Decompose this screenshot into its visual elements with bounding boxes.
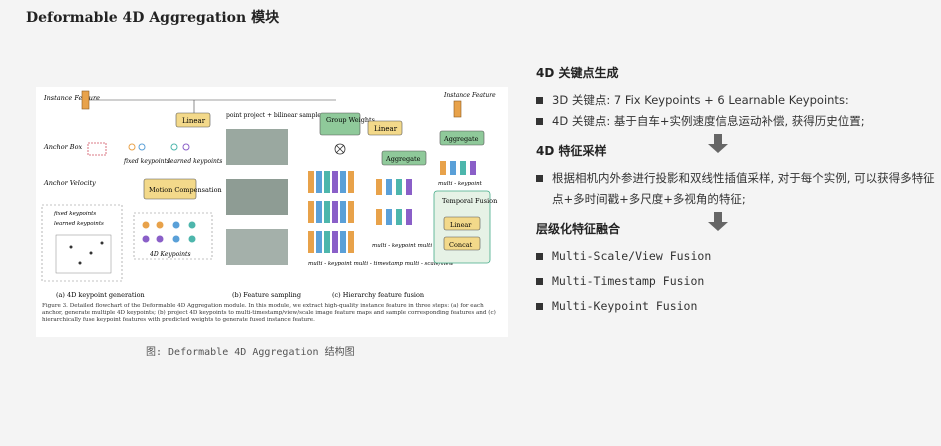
bullet-multi-timestamp: Multi-Timestamp Fusion bbox=[536, 271, 936, 292]
label-point-project: point project + bilinear sample bbox=[226, 112, 321, 119]
label-aggregate-2: Aggregate bbox=[443, 135, 479, 143]
label-learned-keypoints: learned keypoints bbox=[168, 158, 222, 165]
label-group-weights: Group Weights bbox=[326, 116, 375, 124]
feature-row-fused-2 bbox=[376, 209, 412, 225]
anchor-box-shape bbox=[88, 143, 106, 155]
instance-feature-block bbox=[82, 91, 89, 109]
section-title-feature-sampling: 4D 特征采样 bbox=[536, 142, 936, 159]
label-fixed-keypoints: fixed keypoints bbox=[123, 158, 170, 165]
slide-title: Deformable 4D Aggregation 模块 bbox=[26, 7, 279, 27]
content-panel: 4D 关键点生成 3D 关键点: 7 Fix Keypoints + 6 Lea… bbox=[536, 64, 936, 317]
paper-figure-caption: Figure 3. Detailed flowchart of the Defo… bbox=[42, 303, 504, 324]
label-concat: Concat bbox=[449, 241, 473, 249]
label-anchor-box: Anchor Box bbox=[43, 143, 82, 151]
label-4d-keypoints: 4D Keypoints bbox=[149, 251, 191, 258]
output-feature-block bbox=[454, 101, 461, 117]
label-instance-feature-out: Instance Feature bbox=[443, 92, 496, 99]
label-multi-keypoint: multi - keypoint bbox=[438, 181, 483, 187]
label-linear-a: Linear bbox=[182, 117, 206, 125]
bullet-3d-keypoints: 3D 关键点: 7 Fix Keypoints + 6 Learnable Ke… bbox=[536, 90, 936, 111]
label-aggregate-1: Aggregate bbox=[385, 155, 421, 163]
flowchart-figure: Instance Feature Linear Anchor Box fixed… bbox=[36, 87, 508, 337]
label-panel-c: (c) Hierarchy feature fusion bbox=[332, 291, 424, 299]
legend-learned-keypoints: learned keypoints bbox=[54, 221, 104, 227]
bullet-4d-keypoints: 4D 关键点: 基于自车+实例速度信息运动补偿, 获得历史位置; bbox=[536, 111, 936, 132]
label-instance-feature: Instance Feature bbox=[43, 94, 100, 102]
camera-image-1 bbox=[226, 129, 288, 165]
legend-fixed-keypoints: fixed keypoints bbox=[53, 211, 96, 217]
feature-row-fused-1 bbox=[376, 179, 412, 195]
camera-image-2 bbox=[226, 179, 288, 215]
feature-stack-3 bbox=[308, 231, 354, 253]
bullet-multi-keypoint: Multi-Keypoint Fusion bbox=[536, 296, 936, 317]
label-linear-tf: Linear bbox=[450, 221, 472, 229]
label-panel-a: (a) 4D keypoint generation bbox=[56, 291, 145, 299]
camera-image-3 bbox=[226, 229, 288, 265]
label-anchor-velocity: Anchor Velocity bbox=[43, 179, 96, 187]
section-title-keypoint-generation: 4D 关键点生成 bbox=[536, 64, 936, 81]
feature-stack-1 bbox=[308, 171, 354, 193]
label-panel-b: (b) Feature sampling bbox=[232, 291, 301, 299]
label-linear-c: Linear bbox=[374, 125, 398, 133]
feature-row-keypoint bbox=[440, 161, 476, 175]
bullet-multi-scale-view: Multi-Scale/View Fusion bbox=[536, 246, 936, 267]
label-motion-compensation: Motion Compensation bbox=[149, 186, 222, 194]
feature-stack-2 bbox=[308, 201, 354, 223]
bullet-feature-sampling: 根据相机内外参进行投影和双线性插值采样, 对于每个实例, 可以获得多特征点+多时… bbox=[536, 168, 936, 210]
section-title-hierarchical-fusion: 层级化特征融合 bbox=[536, 220, 936, 237]
label-temporal-fusion: Temporal Fusion bbox=[442, 197, 497, 205]
figure-caption: 图: Deformable 4D Aggregation 结构图 bbox=[146, 343, 355, 358]
label-multi-kp-ts-view: multi - keypoint multi - timestamp multi… bbox=[308, 261, 454, 267]
